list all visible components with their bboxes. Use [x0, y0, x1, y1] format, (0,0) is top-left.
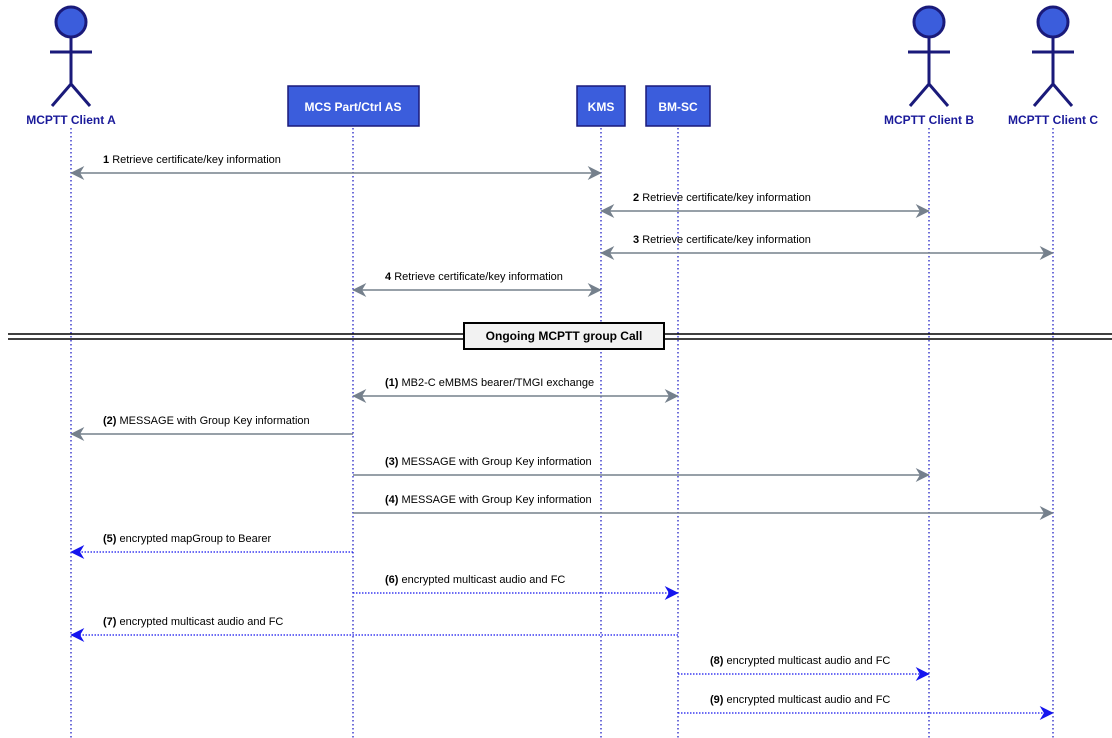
message-12: (8) encrypted multicast audio and FC [678, 655, 930, 681]
message-11: (7) encrypted multicast audio and FC [70, 616, 678, 642]
message-number: 4 [385, 271, 394, 283]
messages: 1 Retrieve certificate/key information2 … [70, 154, 1054, 720]
message-label: 4 Retrieve certificate/key information [385, 271, 563, 283]
message-number: (5) [103, 533, 120, 545]
message-label: 2 Retrieve certificate/key information [633, 192, 811, 204]
message-number: (4) [385, 494, 402, 506]
message-6: (2) MESSAGE with Group Key information [70, 415, 353, 441]
participant-bmsc: BM-SC [645, 85, 711, 127]
message-number: (6) [385, 574, 402, 586]
message-text: Retrieve certificate/key information [642, 234, 811, 246]
message-text: MESSAGE with Group Key information [402, 494, 592, 506]
message-number: 2 [633, 192, 642, 204]
divider-label: Ongoing MCPTT group Call [486, 329, 643, 343]
participant-label: MCS Part/Ctrl AS [305, 100, 402, 114]
message-8: (4) MESSAGE with Group Key information [353, 494, 1054, 520]
message-1: 1 Retrieve certificate/key information [70, 154, 602, 180]
message-text: MB2-C eMBMS bearer/TMGI exchange [402, 377, 595, 389]
message-label: (7) encrypted multicast audio and FC [103, 616, 283, 628]
participant-mcs: MCS Part/Ctrl AS [287, 85, 420, 127]
message-label: (9) encrypted multicast audio and FC [710, 694, 890, 706]
message-4: 4 Retrieve certificate/key information [352, 271, 602, 297]
message-number: (1) [385, 377, 402, 389]
message-text: Retrieve certificate/key information [394, 271, 563, 283]
participant-label: BM-SC [658, 100, 698, 114]
message-label: (5) encrypted mapGroup to Bearer [103, 533, 271, 545]
actor-label: MCPTT Client C [1008, 113, 1098, 127]
message-text: MESSAGE with Group Key information [402, 456, 592, 468]
message-10: (6) encrypted multicast audio and FC [353, 574, 679, 600]
message-3: 3 Retrieve certificate/key information [600, 234, 1054, 260]
message-text: encrypted multicast audio and FC [727, 694, 891, 706]
message-label: (1) MB2-C eMBMS bearer/TMGI exchange [385, 377, 594, 389]
message-number: (2) [103, 415, 120, 427]
actor-client-c: MCPTT Client C [1008, 5, 1098, 127]
message-label: (4) MESSAGE with Group Key information [385, 494, 592, 506]
lifelines [70, 128, 1054, 738]
message-5: (1) MB2-C eMBMS bearer/TMGI exchange [352, 377, 679, 403]
actor-client-a: MCPTT Client A [26, 5, 116, 127]
message-7: (3) MESSAGE with Group Key information [353, 456, 930, 482]
actor-label: MCPTT Client A [26, 113, 116, 127]
message-number: (8) [710, 655, 727, 667]
message-label: 3 Retrieve certificate/key information [633, 234, 811, 246]
message-label: (8) encrypted multicast audio and FC [710, 655, 890, 667]
message-label: (2) MESSAGE with Group Key information [103, 415, 310, 427]
message-text: encrypted mapGroup to Bearer [120, 533, 272, 545]
stick-figure-icon [50, 5, 92, 107]
message-label: (6) encrypted multicast audio and FC [385, 574, 565, 586]
message-9: (5) encrypted mapGroup to Bearer [70, 533, 353, 559]
participant-kms: KMS [576, 85, 626, 127]
message-2: 2 Retrieve certificate/key information [600, 192, 930, 218]
actor-label: MCPTT Client B [884, 113, 974, 127]
participant-label: KMS [588, 100, 615, 114]
message-text: Retrieve certificate/key information [642, 192, 811, 204]
message-text: MESSAGE with Group Key information [120, 415, 310, 427]
message-number: 3 [633, 234, 642, 246]
message-label: (3) MESSAGE with Group Key information [385, 456, 592, 468]
message-text: Retrieve certificate/key information [112, 154, 281, 166]
message-number: (9) [710, 694, 727, 706]
message-number: (3) [385, 456, 402, 468]
stick-figure-icon [1032, 5, 1074, 107]
message-number: (7) [103, 616, 120, 628]
message-text: encrypted multicast audio and FC [120, 616, 284, 628]
stick-figure-icon [908, 5, 950, 107]
message-number: 1 [103, 154, 112, 166]
call-divider: Ongoing MCPTT group Call [8, 322, 1112, 350]
message-label: 1 Retrieve certificate/key information [103, 154, 281, 166]
message-text: encrypted multicast audio and FC [402, 574, 566, 586]
message-text: encrypted multicast audio and FC [727, 655, 891, 667]
message-13: (9) encrypted multicast audio and FC [678, 694, 1054, 720]
actor-client-b: MCPTT Client B [884, 5, 974, 127]
